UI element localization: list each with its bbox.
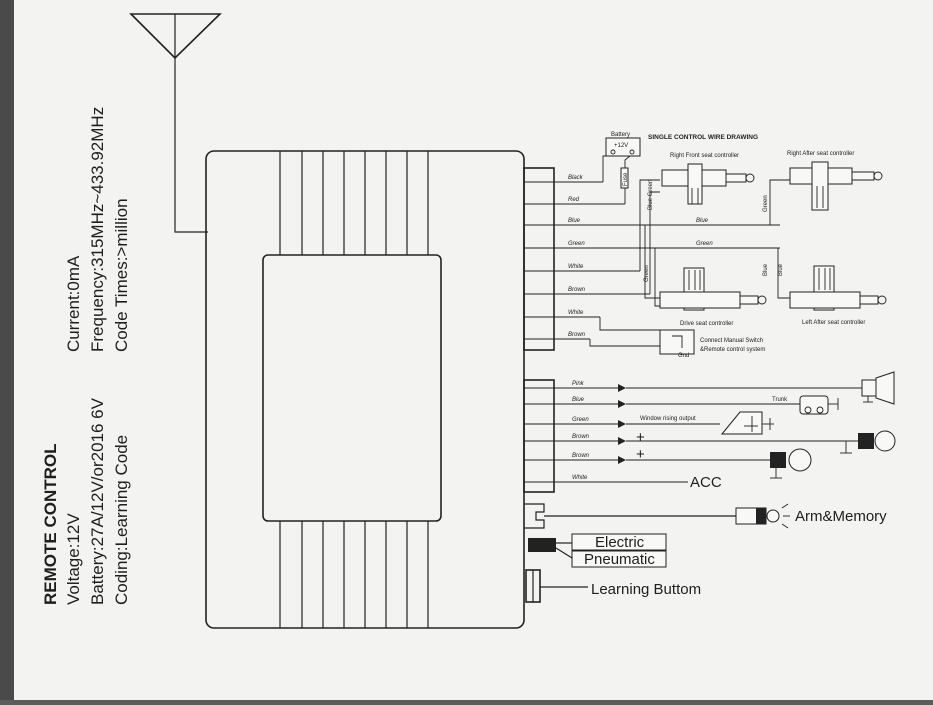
inner-wire-blue-green: Blue Green (648, 180, 654, 210)
control-unit-label-panel (262, 254, 442, 522)
learning-button-label: Learning Buttom (591, 581, 701, 598)
manual-switch: Gnd Connect Manual Switch &Remote contro… (659, 329, 765, 359)
spec-coding: Coding:Learning Code (112, 435, 131, 605)
lock-mode-selector: Electric Pneumatic (555, 533, 667, 568)
upper-harness: SINGLE CONTROL WIRE DRAWING Battery +12V… (524, 132, 887, 359)
wire-label-blue-lower: Blue (572, 397, 585, 403)
window-label: Window rising output (640, 416, 696, 422)
antenna (129, 13, 222, 233)
fuse (620, 167, 629, 189)
wire-label-brown: Brown (568, 287, 586, 293)
wire-label-blue: Blue (568, 218, 581, 224)
fuse-label: Fuse (623, 172, 629, 186)
paper-sheet (12, 0, 933, 700)
inner-wire-blue-v: Blue (763, 263, 769, 276)
wire-label-brown-lower: Brown (572, 434, 590, 440)
inner-wire-green-left: Green (644, 265, 650, 282)
wire-label-red: Red (568, 197, 580, 203)
lower-connector (523, 379, 555, 493)
wire-label-white: White (568, 264, 584, 270)
actuator-drive: Drive seat controller (659, 267, 767, 327)
actuator-right-rear: Right After seat controller (787, 151, 883, 211)
actuator-drive-label: Drive seat controller (680, 321, 733, 327)
inner-wire-green-v: Green (763, 195, 769, 212)
battery-voltage: +12V (614, 143, 628, 149)
spec-battery: Battery:27A/12V/or2016 6V (88, 397, 107, 605)
specs-block: REMOTE CONTROL Voltage:12V Battery:27A/1… (41, 107, 131, 605)
wire-label-brown-lower-2: Brown (572, 453, 590, 459)
lock-mode-jumper (528, 538, 556, 552)
spec-frequency: Frequency:315MHz~433.92MHz (88, 107, 107, 352)
plus-sign-2: + (636, 446, 645, 463)
trunk-release-icon (799, 395, 839, 415)
wire-label-green: Green (568, 241, 585, 247)
pneumatic-label: Pneumatic (584, 551, 655, 568)
window-icon (720, 411, 774, 435)
inner-wire-blue-left: Blue (778, 263, 784, 276)
actuator-left-rear: Left After seat controller (789, 265, 887, 326)
inner-wire-green: Green (696, 241, 713, 247)
actuator-left-rear-label: Left After seat controller (802, 320, 865, 326)
upper-connector (523, 167, 555, 351)
switch-note-1: Connect Manual Switch (700, 338, 763, 344)
light-bulb-icon (840, 430, 896, 454)
arm-connector (524, 503, 545, 529)
wire-label-pink: Pink (572, 381, 585, 387)
wire-label-green-lower: Green (572, 417, 589, 423)
spec-title: REMOTE CONTROL (41, 444, 60, 606)
upper-section-title: SINGLE CONTROL WIRE DRAWING (648, 134, 758, 141)
electric-label: Electric (595, 534, 645, 551)
battery-label: Battery (611, 132, 630, 138)
actuator-right-front-label: Right Front seat controller (670, 153, 739, 159)
acc-label: ACC (690, 474, 722, 491)
trunk-label: Trunk (772, 397, 788, 403)
control-unit (205, 150, 556, 629)
arm-memory-label: Arm&Memory (795, 508, 887, 525)
upper-fins (279, 151, 429, 255)
actuator-right-rear-label: Right After seat controller (787, 151, 854, 157)
plus-sign-1: + (636, 429, 645, 446)
wire-label-white-lower: White (572, 475, 588, 481)
switch-note-2: &Remote control system (700, 347, 765, 353)
battery (605, 137, 641, 157)
light-bulb-icon-2 (770, 448, 812, 479)
wire-label-brown-2: Brown (568, 332, 586, 338)
inner-wire-blue: Blue (696, 218, 709, 224)
wire-label-black: Black (568, 175, 584, 181)
learning-button-callout: Learning Buttom (540, 581, 701, 598)
spec-current: Current:0mA (64, 255, 83, 352)
horn-icon (861, 371, 895, 405)
lower-fins (279, 521, 429, 628)
wire-label-white-2: White (568, 310, 584, 316)
spec-voltage: Voltage:12V (64, 513, 83, 605)
arm-memory-led: Arm&Memory (544, 503, 887, 529)
switch-gnd-label: Gnd (678, 353, 689, 359)
spec-code-times: Code Times:>million (112, 198, 131, 352)
background-edge (0, 0, 14, 700)
actuator-right-front: Right Front seat controller (661, 153, 755, 205)
antenna-wire (174, 58, 208, 233)
lower-harness: Pink Blue Green Brown Brown White Trunk (524, 371, 896, 491)
